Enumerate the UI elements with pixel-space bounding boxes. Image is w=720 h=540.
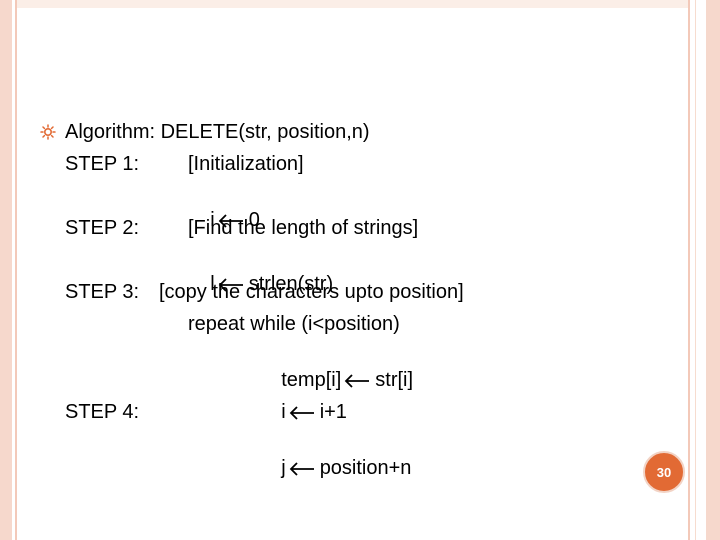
page-number-badge: 30 [643, 451, 685, 493]
left-arrow-icon [289, 462, 314, 476]
step1-assign-variable: i [210, 209, 215, 231]
step3-assign1-variable: temp[i] [281, 369, 342, 391]
step4-assign-value: position+n [319, 457, 412, 479]
step3-description: [copy the characters upto position] [159, 281, 464, 303]
right-border-thin-line [695, 0, 696, 540]
right-border-line [688, 0, 690, 540]
step2-assign-value: strlen(str) [248, 273, 334, 295]
sun-bullet-icon [40, 124, 56, 140]
left-arrow-icon [344, 374, 370, 388]
left-border-line [15, 0, 17, 540]
step1-label: STEP 1: [65, 153, 140, 175]
step2-assign-variable: l [210, 273, 215, 295]
step3-label: STEP 3: [65, 281, 140, 303]
left-arrow-icon [218, 214, 243, 228]
step2-description: [Find the length of strings] [188, 217, 419, 239]
right-border-band [706, 0, 720, 540]
step1-assign-value: 0 [248, 209, 260, 231]
step4-assign-variable: j [281, 457, 286, 479]
step3-assign2-variable: i [281, 401, 286, 423]
step2-assignment: l strlen(str) [188, 248, 333, 320]
algorithm-title: Algorithm: DELETE(str, position,n) [65, 121, 370, 143]
step2-label: STEP 2: [65, 217, 140, 239]
step3-assign1-value: str[i] [375, 369, 414, 391]
left-border-band [0, 0, 12, 540]
left-arrow-icon [289, 406, 314, 420]
top-border-strip [17, 0, 688, 8]
step4-label: STEP 4: [65, 401, 140, 423]
step1-description: [Initialization] [188, 153, 304, 175]
step3-assignment-2: i i+1 [259, 376, 347, 448]
step3-assign2-value: i+1 [319, 401, 347, 423]
left-arrow-icon [218, 278, 243, 292]
step4-assignment: j position+n [259, 432, 411, 504]
step3-assignment-1: temp[i] str[i] [259, 344, 413, 416]
page-number: 30 [656, 464, 672, 480]
step3-repeat: repeat while (i<position) [188, 313, 400, 335]
